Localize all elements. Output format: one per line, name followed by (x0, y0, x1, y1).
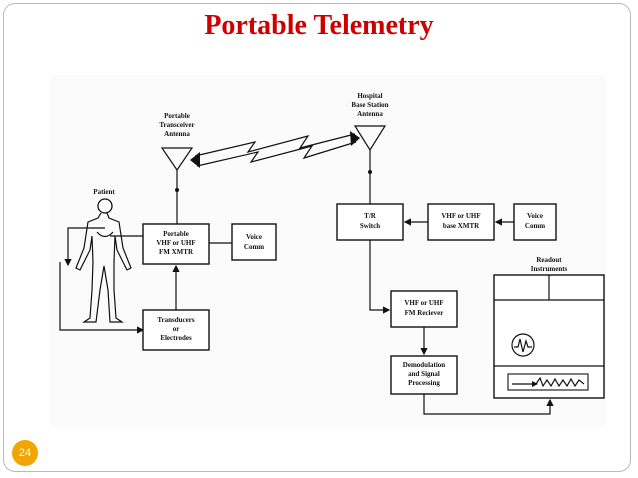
voice-comm-right-label-1: Voice (527, 212, 543, 220)
demodulation-label-3: Processing (408, 379, 440, 387)
voice-comm-left-label-2: Comm (244, 243, 264, 251)
hospital-antenna-label-3: Antenna (357, 110, 383, 118)
readout-label-2: Instruments (531, 265, 568, 273)
tr-switch-label-1: T/R (364, 212, 377, 220)
hospital-antenna-label-1: Hospital (357, 92, 382, 100)
page-number-badge: 24 (12, 440, 38, 466)
demodulation-label-2: and Signal (408, 370, 440, 378)
slide-title: Portable Telemetry (204, 10, 434, 41)
fm-receiver-box (390, 290, 458, 328)
transducers-label-2: or (173, 325, 180, 333)
patient-figure (75, 198, 132, 323)
portable-xmtr-box (142, 223, 210, 265)
portable-antenna-label-3: Antenna (164, 130, 190, 138)
hospital-antenna-icon (353, 125, 387, 204)
switch-to-receiver-line (369, 240, 391, 314)
voice-comm-left-label-1: Voice (246, 233, 262, 241)
readout-instruments-panel (493, 274, 605, 399)
portable-xmtr-label-2: VHF or UHF (156, 239, 195, 247)
voice-comm-left-box (231, 223, 277, 261)
base-xmtr-box (427, 203, 495, 241)
portable-xmtr-label-1: Portable (163, 230, 189, 238)
radio-link-zigzag (190, 131, 360, 168)
transducers-label-3: Electrodes (160, 334, 192, 342)
base-xmtr-label-1: VHF or UHF (441, 212, 480, 220)
oscilloscope-icon (511, 333, 535, 357)
demodulation-label-1: Demodulation (403, 361, 446, 369)
base-xmtr-label-2: base XMTR (443, 222, 480, 230)
portable-antenna-icon (160, 147, 194, 224)
readout-label-1: Readout (536, 256, 562, 264)
fm-receiver-label-2: FM Reciever (405, 309, 444, 317)
portable-antenna-label-1: Portable (164, 112, 190, 120)
demod-to-readout-line (423, 394, 554, 415)
patient-left-lead (64, 227, 105, 267)
transducers-box (142, 309, 210, 351)
demodulation-box (390, 355, 458, 395)
tr-switch-label-2: Switch (360, 222, 380, 230)
hospital-antenna-label-2: Base Station (351, 101, 388, 109)
fm-receiver-label-1: VHF or UHF (404, 299, 443, 307)
portable-xmtr-label-3: FM XMTR (159, 248, 194, 256)
patient-to-transducer (59, 262, 145, 334)
voice-comm-right-label-2: Comm (525, 222, 545, 230)
portable-antenna-label-2: Transceiver (159, 121, 194, 129)
transducers-label-1: Transducers (157, 316, 194, 324)
patient-label: Patient (93, 188, 115, 196)
